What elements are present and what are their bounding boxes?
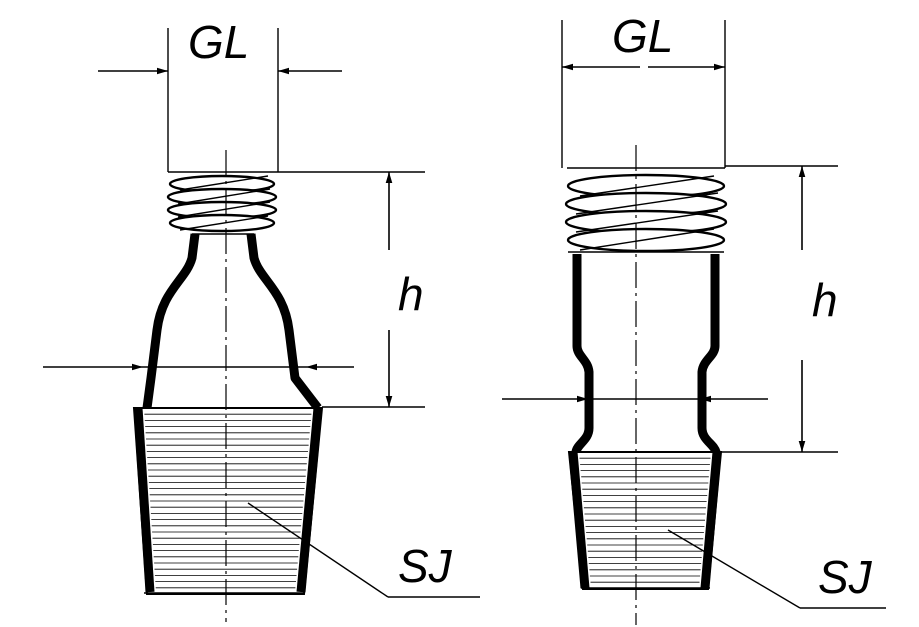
left-gl-label: GL — [188, 16, 249, 68]
right-thread — [564, 167, 728, 253]
left-gl-dimension: GL — [98, 16, 342, 172]
right-joint — [567, 451, 723, 590]
right-joint-hatching — [579, 457, 711, 583]
left-h-label: h — [398, 268, 424, 320]
left-sj-label: SJ — [398, 540, 453, 592]
right-sj-label: SJ — [818, 551, 873, 603]
adapter-right: GL h — [502, 10, 886, 625]
right-h-label: h — [812, 274, 838, 326]
right-walls — [571, 254, 721, 454]
left-sj-leader: SJ — [247, 502, 480, 598]
left-thread — [166, 171, 278, 233]
right-gl-label: GL — [612, 10, 673, 62]
left-h-dimension: h — [278, 171, 425, 408]
left-walls — [142, 233, 322, 411]
left-joint — [132, 407, 324, 595]
right-h-dimension: h — [720, 165, 838, 453]
adapter-left: GL h — [43, 16, 480, 622]
left-joint-hatching — [144, 413, 312, 589]
right-sj-leader: SJ — [667, 529, 886, 609]
right-gl-dimension: GL — [561, 10, 726, 168]
